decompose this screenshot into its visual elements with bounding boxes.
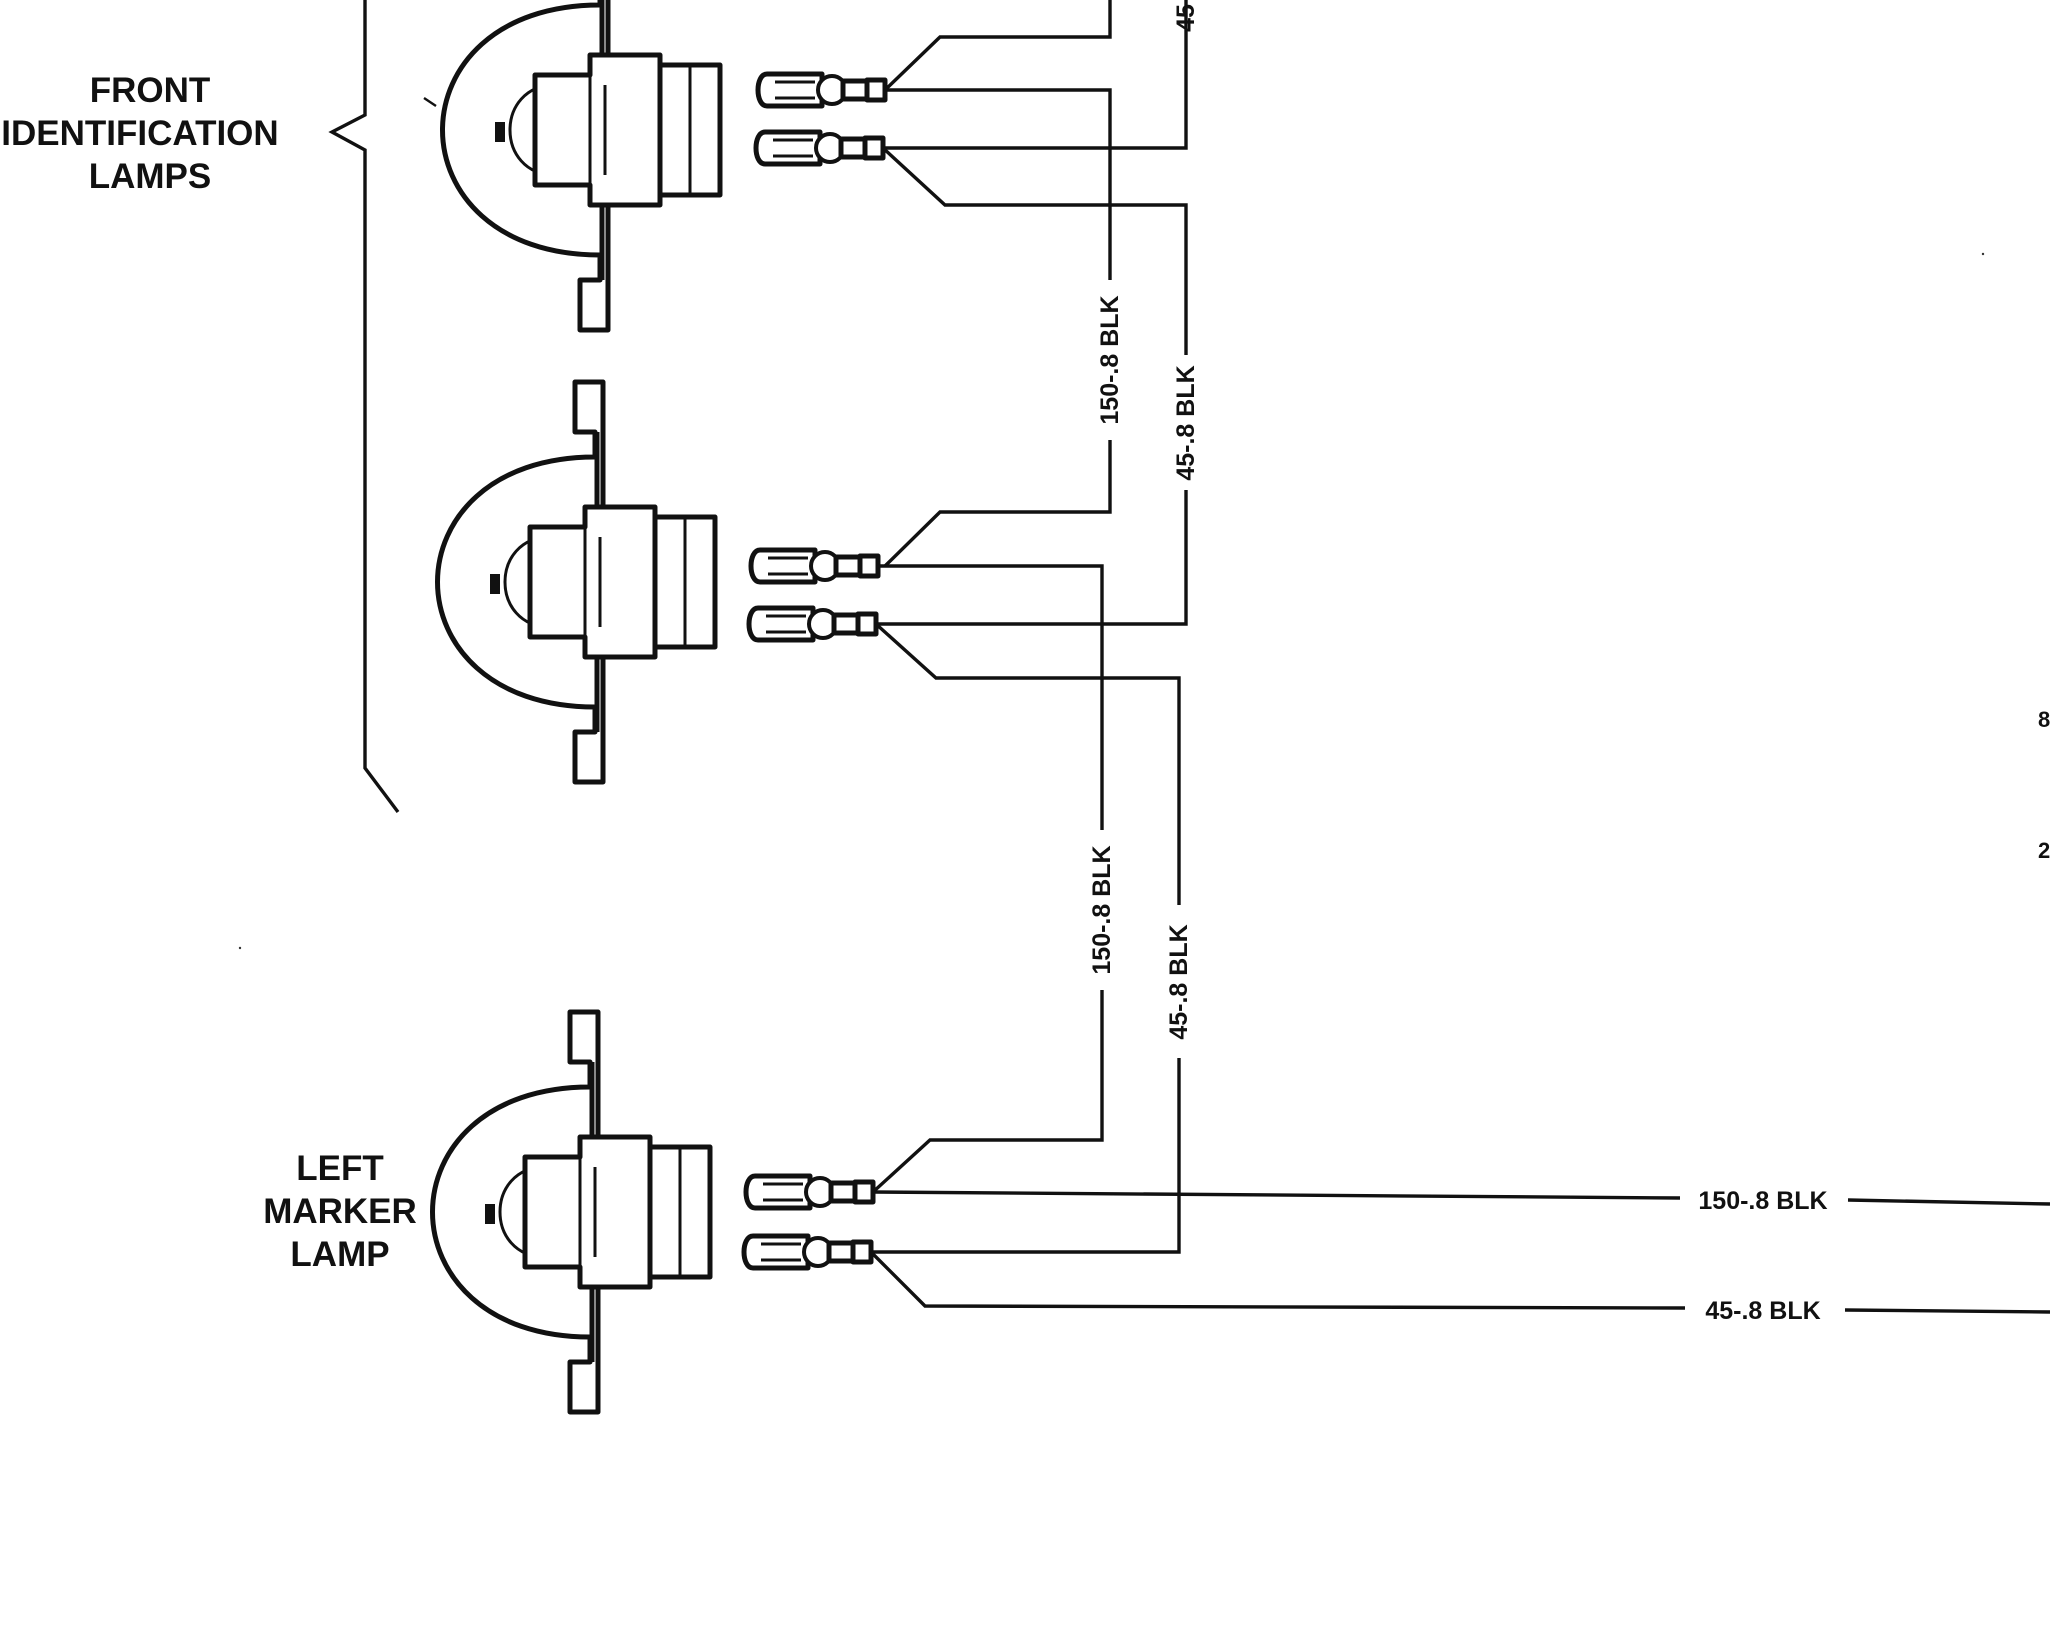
terminal-connector-icon: [756, 132, 883, 164]
left-marker-lamp: [433, 1012, 711, 1412]
wire-label-150-top: 150-.8 BLK: [1096, 295, 1124, 424]
front-label-line2: IDENTIFICATION: [1, 114, 278, 153]
lamp-1-terminals: [756, 74, 885, 164]
front-identification-lamp-1: [443, 0, 721, 330]
left-label-line3: LAMP: [290, 1235, 389, 1274]
terminal-connector-icon: [751, 550, 878, 582]
left-label-line1: LEFT: [296, 1149, 383, 1188]
lamp-3-terminals: [744, 1176, 873, 1268]
terminal-connector-icon: [746, 1176, 873, 1208]
terminal-connector-icon: [744, 1236, 871, 1268]
front-label-line3: LAMPS: [89, 157, 212, 196]
wire-45-lamp1-diag: [876, 146, 1188, 626]
tick-mark: [423, 97, 437, 107]
wire-label-45-top-partial: 45: [1172, 4, 1200, 32]
brace-icon: [328, 0, 400, 814]
left-label-line2: MARKER: [263, 1192, 417, 1231]
lamp-2-terminals: [749, 550, 878, 640]
scan-speck: [1981, 252, 1985, 256]
lamp-socket-icon: [433, 1012, 711, 1412]
front-identification-lamp-2: [438, 382, 716, 782]
lamp-socket-icon: [438, 382, 716, 782]
edge-fragment-a: 8: [2038, 707, 2050, 732]
wire-150-lamp1: [883, 88, 1112, 568]
wire-45-bottom-horizontal: [869, 1250, 2050, 1314]
terminal-connector-icon: [758, 74, 885, 106]
wire-label-45-bottom: 45-.8 BLK: [1705, 1297, 1820, 1325]
wire-150-lamp1-diag: [883, 0, 1112, 92]
wire-45-lamp2: [871, 622, 1181, 1254]
wire-label-45-mid: 45-.8 BLK: [1165, 924, 1193, 1039]
wire-label-150-bottom: 150-.8 BLK: [1698, 1187, 1827, 1215]
wire-45-lamp1: [883, 0, 1188, 150]
wire-150-lamp2: [871, 564, 1104, 1194]
front-label-line1: FRONT: [90, 71, 211, 110]
scan-speck: [238, 946, 242, 950]
lamp-socket-icon: [443, 0, 721, 330]
terminal-connector-icon: [749, 608, 876, 640]
wire-label-45-top: 45-.8 BLK: [1172, 365, 1200, 480]
wire-150-bottom-horizontal: [872, 1190, 2050, 1206]
wire-label-150-mid: 150-.8 BLK: [1088, 845, 1116, 974]
edge-fragment-b: 2: [2038, 838, 2050, 863]
